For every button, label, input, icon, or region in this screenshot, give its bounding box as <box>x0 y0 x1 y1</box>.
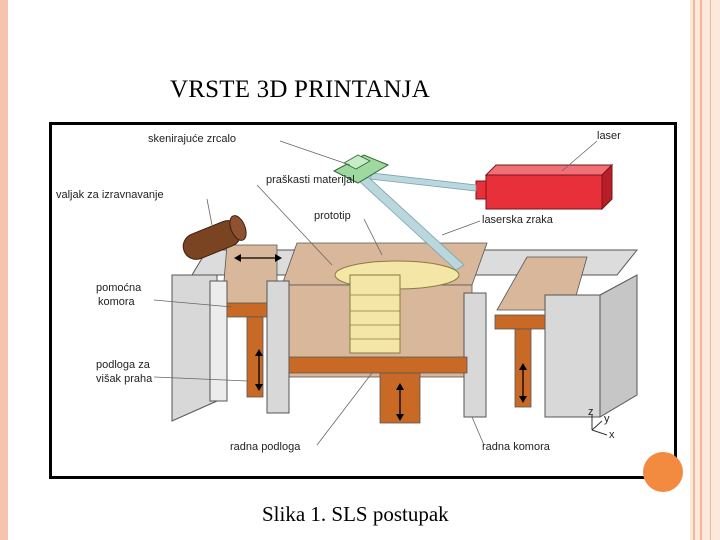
prototype-body <box>349 274 401 354</box>
right-wall-side <box>599 274 638 418</box>
label-prototype: prototip <box>314 210 351 222</box>
laser-unit <box>475 163 614 211</box>
left-divider <box>266 280 290 414</box>
slide-left-border <box>0 0 8 540</box>
label-laser: laser <box>597 130 621 142</box>
roller-direction-arrow <box>234 254 282 262</box>
right-piston-arrow <box>519 363 527 403</box>
right-wall <box>544 294 601 418</box>
border-line <box>700 0 702 540</box>
scanning-mirror <box>332 154 390 184</box>
sls-diagram: z y x skenirajuće zrcalo laser praškasti… <box>49 122 677 479</box>
label-roller: valjak za izravnavanje <box>56 189 164 201</box>
label-excess-base-1: podloga za <box>96 359 151 371</box>
label-laser-beam: laserska zraka <box>482 214 554 226</box>
label-work-chamber: radna komora <box>482 441 551 453</box>
aux-piston-platform <box>226 302 268 318</box>
left-wall-front <box>209 280 228 402</box>
slide-title: VRSTE 3D PRINTANJA <box>170 76 430 103</box>
aux-piston-arrow <box>255 349 263 391</box>
label-powder: praškasti materijal <box>266 174 355 186</box>
right-piston-platform <box>494 314 546 330</box>
figure-caption: Slika 1. SLS postupak <box>262 502 449 526</box>
axis-indicator <box>591 415 608 436</box>
work-base-arrow <box>396 383 404 421</box>
label-aux-chamber-1: pomoćna <box>96 282 142 294</box>
leveling-roller <box>182 215 247 260</box>
label-work-base: radna podloga <box>230 441 301 453</box>
laser-beam-horizontal <box>369 172 477 192</box>
center-divider <box>463 292 487 418</box>
axis-x-label: x <box>609 429 615 441</box>
border-line <box>710 0 711 540</box>
axis-y-label: y <box>604 413 610 425</box>
label-aux-chamber-2: komora <box>98 296 136 308</box>
leader-lines <box>153 140 598 446</box>
label-mirror: skenirajuće zrcalo <box>148 133 236 145</box>
slide-number-badge <box>643 452 683 492</box>
border-line <box>693 0 695 540</box>
slide-right-border <box>690 0 720 540</box>
sls-diagram-svg: z y x skenirajuće zrcalo laser praškasti… <box>56 130 639 453</box>
label-excess-base-2: višak praha <box>96 373 153 385</box>
axis-z-label: z <box>588 406 594 418</box>
work-base-platform <box>288 356 468 374</box>
